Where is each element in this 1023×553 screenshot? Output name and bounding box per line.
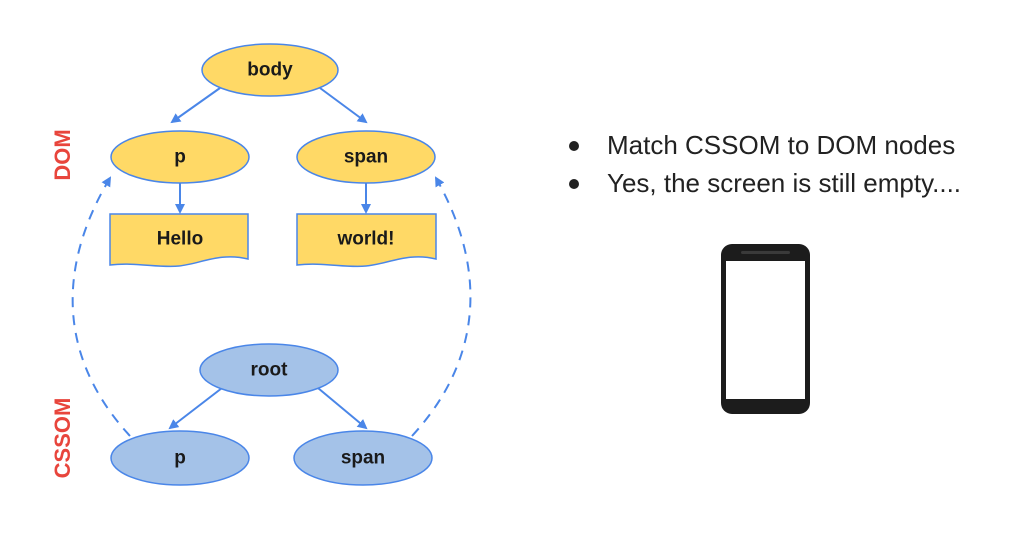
dom-node-p-label: p (174, 147, 186, 168)
bullet-item: Match CSSOM to DOM nodes (565, 126, 961, 164)
dom-node-world-label: world! (337, 229, 395, 250)
cssom-label: CSSOM (50, 398, 75, 479)
smartphone-icon (721, 244, 810, 414)
bullet-text: Match CSSOM to DOM nodes (607, 130, 956, 160)
bullet-dot-icon (569, 179, 579, 189)
dom-node-body (201, 43, 339, 97)
cssom-node-p-label: p (174, 448, 186, 469)
bullet-text: Yes, the screen is still empty.... (607, 168, 962, 198)
arrow-root-to-span (317, 387, 368, 430)
arrow-body-to-p (170, 87, 221, 124)
dashed-arrow-cssom-p-to-dom-p (71, 176, 131, 437)
cssom-node-p (110, 430, 250, 486)
bullet-dot-icon (569, 141, 579, 151)
dom-node-span (296, 130, 436, 184)
cssom-node-root-label: root (251, 360, 289, 381)
dom-node-world (296, 213, 437, 268)
dom-node-span-label: span (344, 147, 388, 168)
dom-node-hello-label: Hello (157, 229, 203, 250)
arrow-body-to-span (319, 87, 368, 124)
dom-node-p (110, 130, 250, 184)
dom-node-hello (109, 213, 249, 268)
dom-label: DOM (50, 129, 75, 180)
phone-screen-empty (726, 261, 805, 399)
bullet-list: Match CSSOM to DOM nodes Yes, the screen… (565, 126, 961, 202)
cssom-node-span (293, 430, 433, 486)
dashed-arrow-cssom-span-to-dom-span (411, 176, 472, 437)
phone-speaker (741, 251, 790, 254)
dom-node-body-label: body (247, 60, 293, 81)
bullet-item: Yes, the screen is still empty.... (565, 164, 961, 202)
arrow-root-to-p (168, 387, 223, 430)
cssom-node-root (199, 343, 339, 397)
cssom-node-span-label: span (341, 448, 385, 469)
